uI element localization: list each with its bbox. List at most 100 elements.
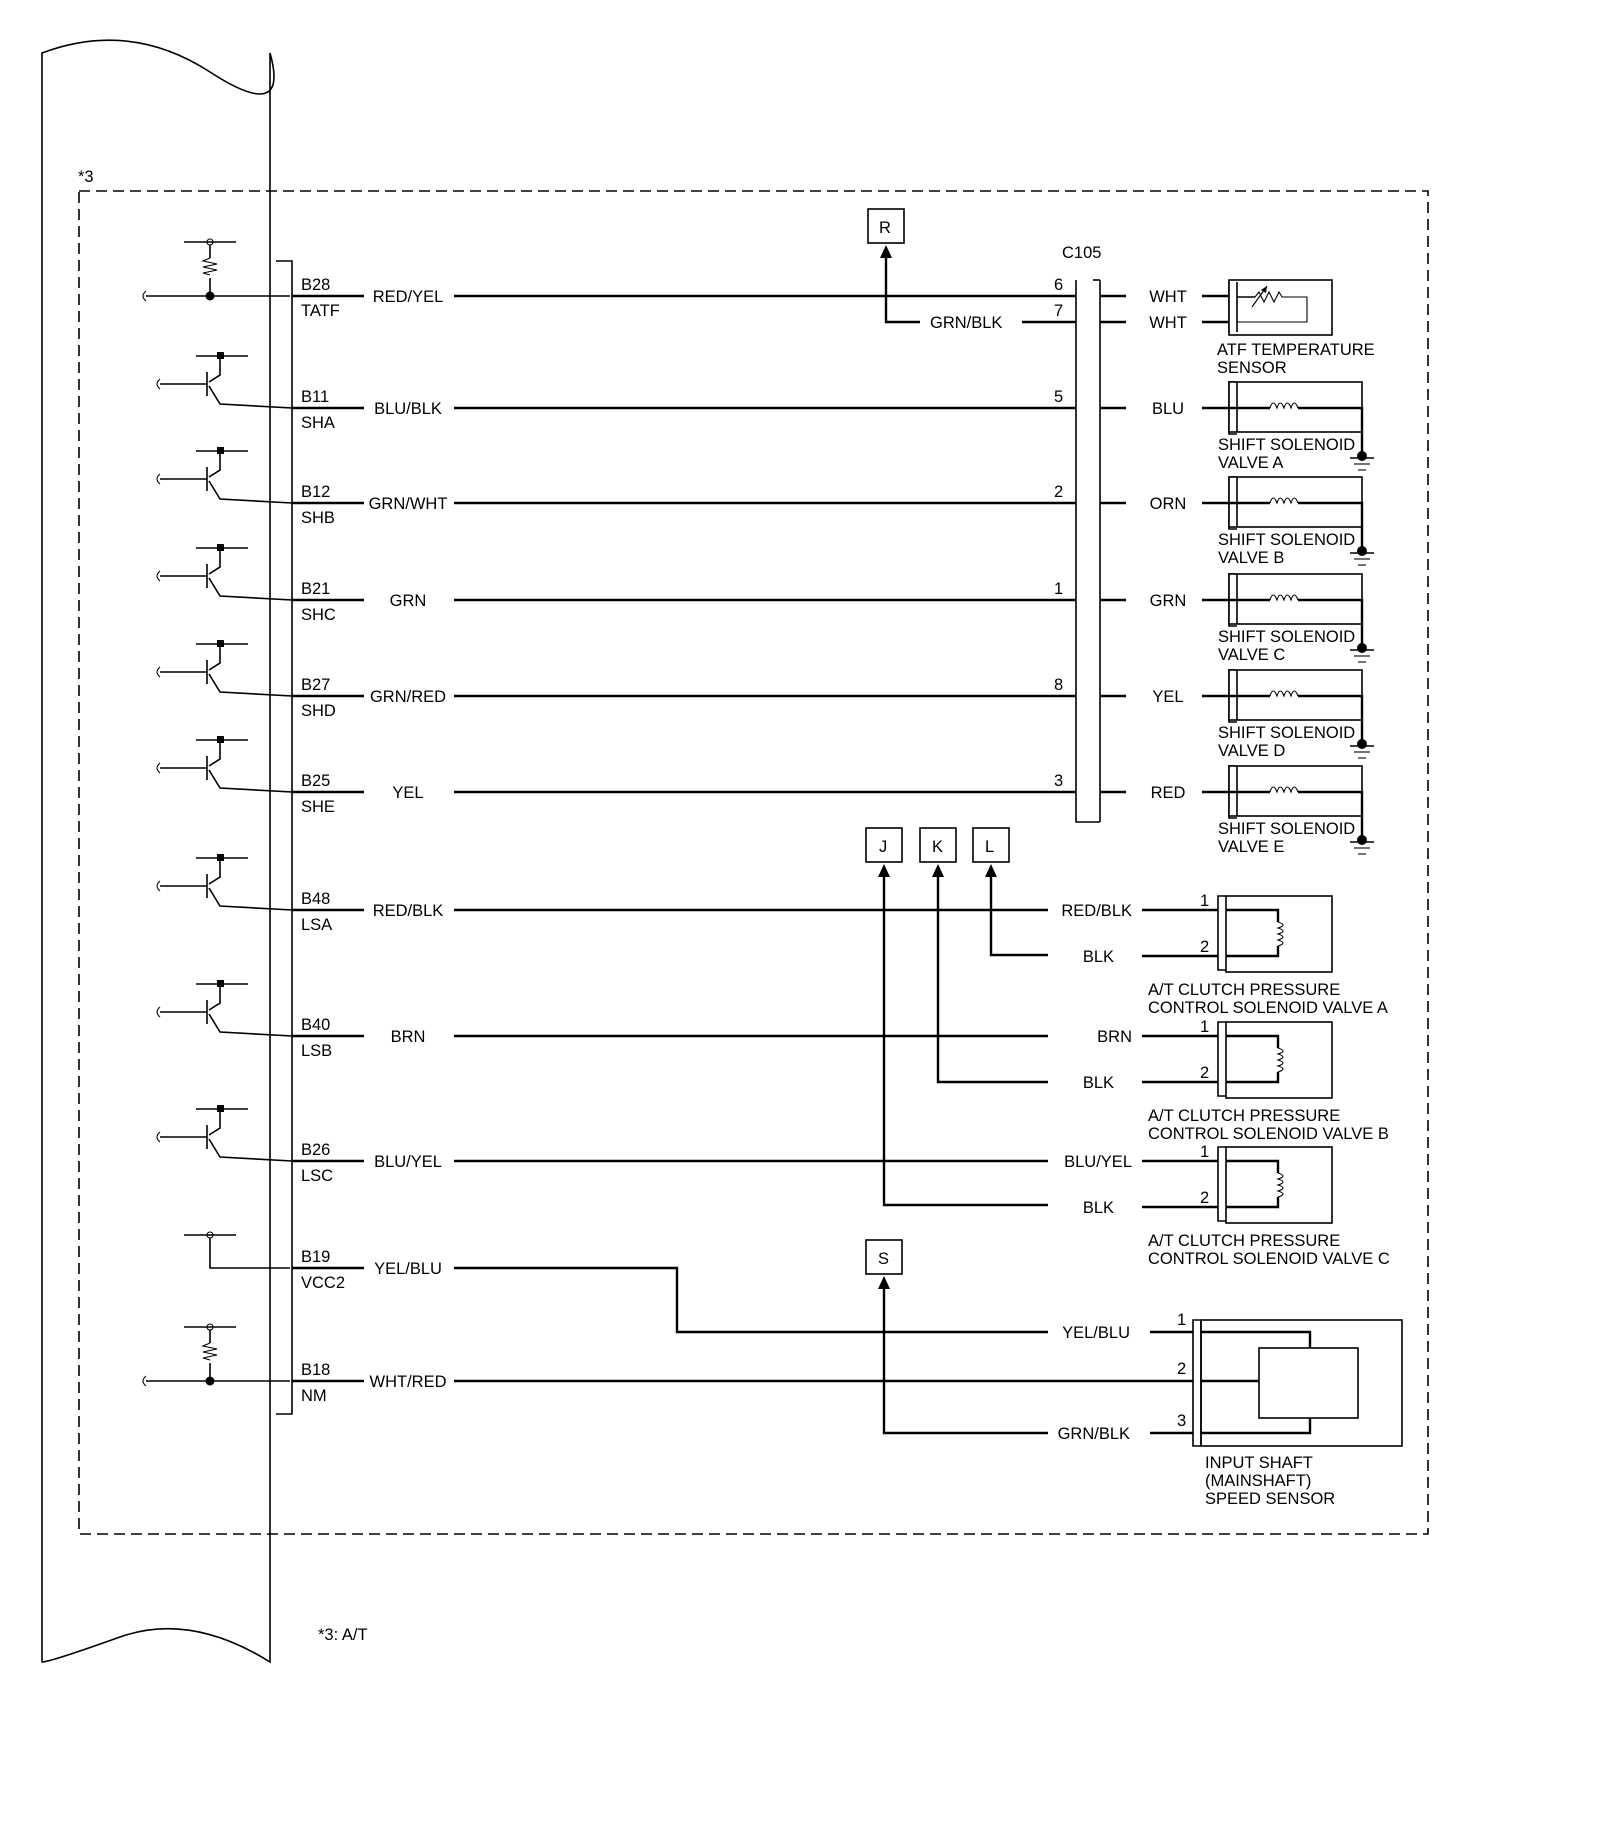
thermistor-icon <box>1237 290 1308 323</box>
pcm-wire-color: BLU/BLK <box>374 400 442 418</box>
pcv-label-line1: A/T CLUTCH PRESSURE <box>1148 981 1340 999</box>
pullup-resistor-icon <box>142 238 290 302</box>
coil-icon <box>1269 402 1299 410</box>
coil-icon <box>1269 786 1299 794</box>
pcm-connector-bracket <box>276 260 293 1415</box>
solenoid-label-line1: SHIFT SOLENOID <box>1218 531 1355 549</box>
wire-yel-blu-route <box>454 1266 1048 1334</box>
c105-wire-color: WHT <box>1149 314 1187 332</box>
ground-icon <box>1350 649 1374 663</box>
solenoid-label-line1: SHIFT SOLENOID <box>1218 724 1355 742</box>
coil-icon <box>1276 921 1284 947</box>
vcc-supply-icon <box>184 1231 290 1269</box>
ground-ref-k-label: K <box>932 838 943 856</box>
coil-icon <box>1269 690 1299 698</box>
solenoid-label-line1: SHIFT SOLENOID <box>1218 820 1355 838</box>
c105-wire-color: GRN <box>1150 592 1187 610</box>
pcm-pin-id: B40 <box>301 1016 330 1034</box>
pcm-wire-color: BRN <box>391 1028 426 1046</box>
pcv-wire2: BLK <box>1083 1074 1114 1092</box>
pcm-pin-signal: SHC <box>301 606 336 624</box>
pcm-pin-id: B28 <box>301 276 330 294</box>
pcm-wire-color: GRN <box>390 592 427 610</box>
pcm-driver-circuits <box>142 238 293 1387</box>
speed-sensor-line2: (MAINSHAFT) <box>1205 1472 1311 1490</box>
ground-ref-s: S <box>865 1239 1048 1435</box>
ground-ref-l-label: L <box>985 838 994 856</box>
pcm-pin-id: B27 <box>301 676 330 694</box>
c105-terminal-num: 3 <box>1054 772 1063 790</box>
pcm-pin-signal: LSB <box>301 1042 332 1060</box>
pcm-wire-color: GRN/RED <box>370 688 446 706</box>
ground-icon <box>1350 457 1374 471</box>
pcm-pin-id: B25 <box>301 772 330 790</box>
ground-ref-j-label: J <box>879 838 887 856</box>
transistor-driver-icon <box>156 352 293 409</box>
c105-wire-color: WHT <box>1149 288 1187 306</box>
speed-sensor-term-1: 1 <box>1177 1311 1186 1329</box>
solenoid-label-line2: VALVE C <box>1218 646 1285 664</box>
coil-icon <box>1276 1047 1284 1073</box>
pcm-pin-id: B48 <box>301 890 330 908</box>
speed-sensor-wires: YEL/BLU 1 2 GRN/BLK 3 <box>454 1311 1193 1443</box>
ground-ref-r-label: R <box>879 219 891 237</box>
pcv-term2: 2 <box>1200 1189 1209 1207</box>
speed-sensor-line1: INPUT SHAFT <box>1205 1454 1313 1472</box>
pcv-wire2: BLK <box>1083 1199 1114 1217</box>
solenoid-label-line2: VALVE D <box>1218 742 1285 760</box>
pcv-label-line2: CONTROL SOLENOID VALVE B <box>1148 1125 1389 1143</box>
at-option-region <box>78 190 1429 1535</box>
pcm-pin-signal: TATF <box>301 302 340 320</box>
transistor-driver-icon <box>156 447 293 504</box>
c105-connector: C105 <box>1062 244 1101 823</box>
pcm-pin-signal: LSA <box>301 916 332 934</box>
transistor-driver-icon <box>156 1105 293 1162</box>
solenoid-label-line2: VALVE B <box>1218 549 1284 567</box>
speed-sensor-term-3: 3 <box>1177 1412 1186 1430</box>
pcv-label-line1: A/T CLUTCH PRESSURE <box>1148 1232 1340 1250</box>
atf-sensor-line2: SENSOR <box>1217 359 1287 377</box>
pcm-wire-color: RED/BLK <box>373 902 444 920</box>
coil-icon <box>1276 1172 1284 1198</box>
solenoid-label-line2: VALVE A <box>1218 454 1283 472</box>
ground-ref-r: R GRN/BLK <box>867 208 1076 332</box>
c105-wire-color: RED <box>1151 784 1186 802</box>
pcv-term1: 1 <box>1200 1018 1209 1036</box>
c105-terminal-num: 7 <box>1054 302 1063 320</box>
c105-wire-color: ORN <box>1150 495 1187 513</box>
arrow-up-icon <box>880 245 892 258</box>
c105-wire-color: BLU <box>1152 400 1184 418</box>
c105-terminal-num: 8 <box>1054 676 1063 694</box>
pcv-term2: 2 <box>1200 938 1209 956</box>
pcm-wire-color: RED/YEL <box>373 288 444 306</box>
pcm-wire-color: GRN/WHT <box>369 495 448 513</box>
pcv-term2: 2 <box>1200 1064 1209 1082</box>
arrow-up-icon <box>878 864 890 877</box>
c105-wire-color: YEL <box>1152 688 1183 706</box>
pcv-label-line2: CONTROL SOLENOID VALVE A <box>1148 999 1388 1017</box>
speed-sensor-wire-3: GRN/BLK <box>1058 1425 1130 1443</box>
c105-terminal-num: 5 <box>1054 388 1063 406</box>
pcm-pin-signal: VCC2 <box>301 1274 345 1292</box>
pcm-wire-color: YEL <box>392 784 423 802</box>
pcm-wire-color: BLU/YEL <box>374 1153 442 1171</box>
pcm-outline <box>41 39 275 1664</box>
pcv-label-line2: CONTROL SOLENOID VALVE C <box>1148 1250 1390 1268</box>
solenoid-label-line2: VALVE E <box>1218 838 1284 856</box>
pcm-wire-color: YEL/BLU <box>374 1260 442 1278</box>
